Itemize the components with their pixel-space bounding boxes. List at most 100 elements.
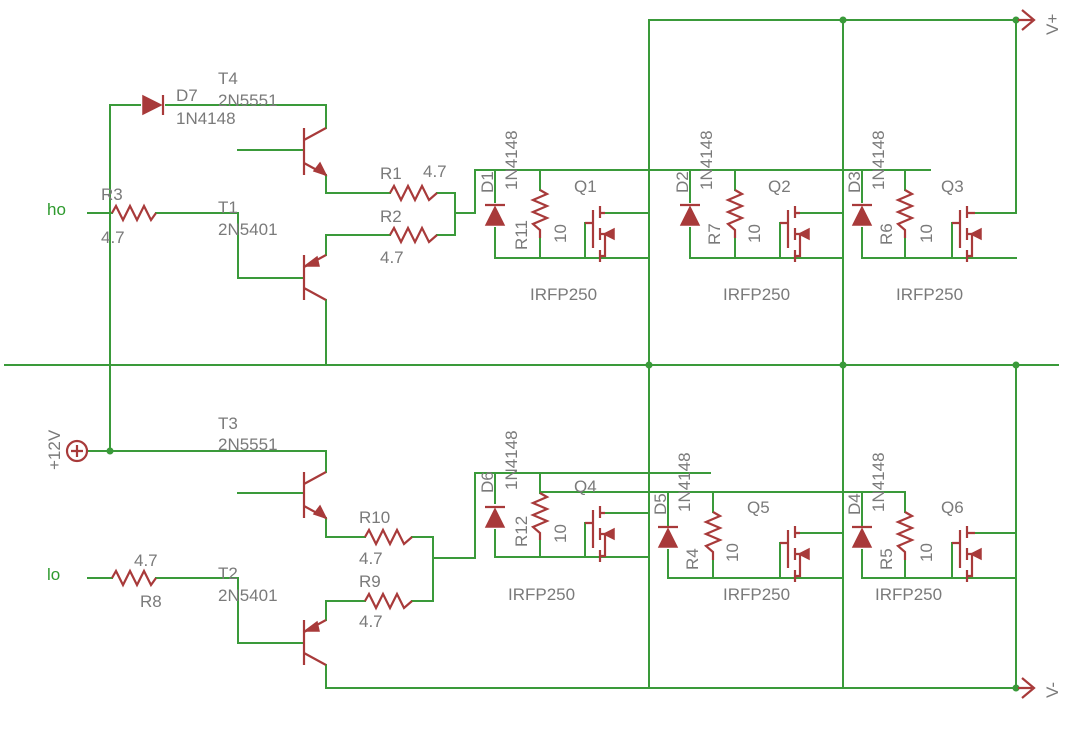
resistor-r5-symbol	[895, 511, 915, 560]
q3-value-label: IRFP250	[896, 285, 963, 304]
q1-ref-label: Q1	[574, 177, 597, 196]
transistor-t2-symbol	[302, 619, 327, 666]
d1-ref-label: D1	[478, 171, 497, 193]
d7-value-label: 1N4148	[176, 109, 236, 128]
diode-d1-symbol	[484, 203, 506, 226]
r7-value-label: 10	[745, 224, 764, 243]
wire	[87, 149, 303, 279]
r2-value-label: 4.7	[380, 248, 404, 267]
resistor-r2-symbol	[389, 225, 438, 245]
r10-ref-label: R10	[359, 508, 390, 527]
d2-ref-label: D2	[673, 171, 692, 193]
mosfet-q6-symbol	[952, 526, 982, 582]
junction-dot	[645, 361, 653, 369]
t1-ref-label: T1	[218, 198, 238, 217]
q5-ref-label: Q5	[747, 498, 770, 517]
q6-ref-label: Q6	[941, 498, 964, 517]
net-label-vplus: V+	[1043, 14, 1062, 35]
d3-ref-label: D3	[845, 171, 864, 193]
r11-value-label: 10	[551, 224, 570, 243]
r9-value-label: 4.7	[359, 612, 383, 631]
r3-value-label: 4.7	[101, 228, 125, 247]
junction-dot	[839, 16, 847, 24]
wire	[325, 517, 434, 621]
r7-ref-label: R7	[705, 223, 724, 245]
junction-dot	[1012, 684, 1020, 692]
junction-dot	[1012, 16, 1020, 24]
r10-value-label: 4.7	[359, 549, 383, 568]
wire	[432, 472, 711, 559]
diode-d4-symbol	[851, 525, 873, 548]
q4-ref-label: Q4	[574, 477, 597, 496]
t3-value-label: 2N5551	[218, 435, 278, 454]
r8-ref-label: R8	[140, 592, 162, 611]
transistor-t4-symbol	[302, 127, 328, 177]
d4-ref-label: D4	[845, 493, 864, 515]
r6-value-label: 10	[917, 224, 936, 243]
d6-value-label: 1N4148	[502, 430, 521, 490]
diode-d3-symbol	[851, 203, 873, 226]
mosfet-q1-symbol	[585, 206, 615, 262]
diode-d2-symbol	[679, 203, 701, 226]
t4-ref-label: T4	[218, 69, 238, 88]
q3-ref-label: Q3	[941, 177, 964, 196]
t3-ref-label: T3	[218, 414, 238, 433]
net-label-vminus: V-	[1043, 682, 1062, 698]
junction-dot	[1012, 361, 1020, 369]
resistor-r11-symbol	[530, 189, 550, 238]
transistor-t1-symbol	[302, 254, 327, 301]
q2-value-label: IRFP250	[723, 285, 790, 304]
r1-value-label: 4.7	[423, 162, 447, 181]
d1-value-label: 1N4148	[502, 130, 521, 190]
wire	[861, 169, 971, 259]
wire	[454, 169, 931, 214]
r4-ref-label: R4	[683, 548, 702, 570]
resistor-r9-symbol	[364, 591, 413, 611]
r6-ref-label: R6	[877, 223, 896, 245]
mosfet-q2-symbol	[780, 206, 810, 262]
wire	[494, 169, 604, 259]
d7-ref-label: D7	[176, 86, 198, 105]
plus12v-supply-symbol	[65, 439, 89, 463]
r11-ref-label: R11	[512, 220, 531, 250]
wire	[667, 491, 799, 579]
wire	[109, 450, 327, 473]
r8-value-label: 4.7	[134, 551, 158, 570]
q6-value-label: IRFP250	[875, 585, 942, 604]
d4-value-label: 1N4148	[869, 452, 888, 512]
r5-value-label: 10	[917, 543, 936, 562]
wire	[974, 19, 1017, 214]
resistor-r6-symbol	[895, 189, 915, 238]
q5-value-label: IRFP250	[723, 585, 790, 604]
d5-value-label: 1N4148	[675, 452, 694, 512]
r12-ref-label: R12	[512, 516, 531, 547]
wire	[87, 492, 303, 644]
r2-ref-label: R2	[380, 207, 402, 226]
resistor-r7-symbol	[725, 189, 745, 238]
r1-ref-label: R1	[380, 164, 402, 183]
wires	[4, 19, 1059, 689]
junction-dot	[106, 447, 114, 455]
r5-ref-label: R5	[877, 548, 896, 570]
q4-value-label: IRFP250	[508, 585, 575, 604]
net-label-lo: lo	[47, 565, 60, 584]
wire	[87, 104, 327, 452]
transistor-t3-symbol	[302, 471, 328, 520]
diode-d7-symbol	[142, 94, 165, 116]
mosfet-q3-symbol	[952, 206, 982, 262]
resistor-r12-symbol	[530, 492, 550, 540]
wire	[969, 532, 1017, 579]
wire	[325, 364, 1019, 689]
wire	[861, 491, 971, 579]
junction-dot	[839, 361, 847, 369]
t2-value-label: 2N5401	[218, 586, 278, 605]
d5-ref-label: D5	[651, 493, 670, 515]
q1-value-label: IRFP250	[530, 285, 597, 304]
mosfet-q4-symbol	[585, 506, 615, 562]
wire	[604, 212, 650, 259]
d6-ref-label: D6	[478, 471, 497, 493]
net-label-plus12v: +12V	[45, 429, 64, 470]
t1-value-label: 2N5401	[218, 220, 278, 239]
d3-value-label: 1N4148	[869, 130, 888, 190]
